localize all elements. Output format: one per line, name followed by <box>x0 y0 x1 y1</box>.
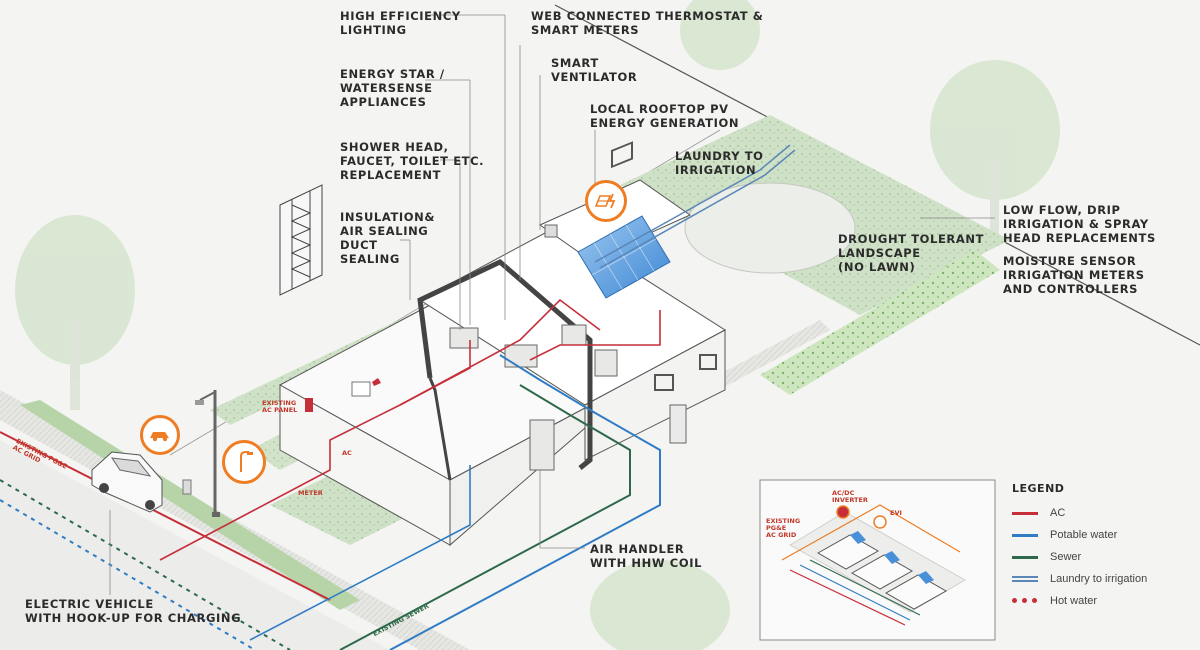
legend-label: Sewer <box>1050 551 1082 563</box>
electric-car-glyph <box>150 432 169 442</box>
label-ac: AC <box>342 449 352 457</box>
electric-vehicle <box>91 451 163 513</box>
appliance-unit <box>504 344 538 368</box>
label-inset-grid: EXISTING PG&E AC GRID <box>766 517 801 539</box>
charging-station <box>182 479 192 495</box>
callout-drought-tolerant-landscape: DROUGHT TOLERANT LANDSCAPE (NO LAWN) <box>838 232 985 274</box>
street-lamp <box>195 390 220 517</box>
window <box>654 374 674 391</box>
tree <box>930 60 1060 240</box>
meter-box <box>351 381 371 397</box>
callout-leaders <box>109 14 995 595</box>
tree <box>680 0 760 70</box>
callout-rooftop-pv: LOCAL ROOFTOP PV ENERGY GENERATION <box>590 102 740 130</box>
sewer-line <box>0 479 291 650</box>
solar-energy-icon <box>585 180 627 222</box>
callout-air-handler: AIR HANDLER WITH HHW COIL <box>590 542 702 570</box>
water-tank <box>669 404 687 444</box>
utility-routes <box>159 144 796 650</box>
callout-electric-vehicle: ELECTRIC VEHICLE WITH HOOK-UP FOR CHARGI… <box>25 597 242 625</box>
background-trees <box>15 0 1060 650</box>
street-lamp-icon <box>222 440 266 484</box>
inverter-icon <box>836 505 850 519</box>
callout-insulation-air-sealing: INSULATION& AIR SEALING DUCT SEALING <box>340 210 436 266</box>
label-existing-ac-panel: EXISTING AC PANEL <box>262 399 298 414</box>
patio <box>684 182 856 274</box>
legend-title: LEGEND <box>1012 482 1065 495</box>
potable-main <box>0 499 256 650</box>
ac-grid-line <box>0 431 331 601</box>
legend-label: Potable water <box>1050 529 1118 541</box>
callout-fixtures-replacement: SHOWER HEAD, FAUCET, TOILET ETC. REPLACE… <box>340 140 485 182</box>
label-inset-evi: EVI <box>890 509 902 517</box>
house <box>278 141 726 547</box>
appliance-unit <box>449 327 479 349</box>
appliance-unit <box>594 349 618 377</box>
legend-swatch-laundry <box>1012 574 1038 584</box>
callout-low-flow-irrigation: LOW FLOW, DRIP IRRIGATION & SPRAY HEAD R… <box>1003 203 1156 245</box>
inset-diagram <box>759 479 996 641</box>
electric-car-icon <box>140 415 180 455</box>
callout-laundry-to-irrigation: LAUNDRY TO IRRIGATION <box>675 149 764 177</box>
label-meter: METER <box>298 489 323 497</box>
existing-ac-panel <box>305 398 313 412</box>
legend: LEGEND AC Potable water Sewer Laundry to… <box>1012 482 1192 612</box>
legend-label: Laundry to irrigation <box>1050 573 1148 585</box>
water-heater <box>529 419 555 471</box>
planting-strip <box>20 400 360 610</box>
smart-ventilator <box>544 224 558 238</box>
street <box>0 440 390 650</box>
legend-item-hot-water: Hot water <box>1012 590 1192 612</box>
callout-high-efficiency-lighting: HIGH EFFICIENCY LIGHTING <box>340 9 461 37</box>
callout-moisture-sensor: MOISTURE SENSOR IRRIGATION METERS AND CO… <box>1003 254 1145 296</box>
insulation-wall-section <box>279 184 323 296</box>
window <box>611 141 633 169</box>
legend-swatch-ac <box>1012 508 1038 518</box>
legend-item-ac: AC <box>1012 502 1192 524</box>
legend-swatch-hot-water <box>1012 596 1038 606</box>
legend-item-laundry: Laundry to irrigation <box>1012 568 1192 590</box>
legend-item-sewer: Sewer <box>1012 546 1192 568</box>
evi-icon <box>873 515 887 529</box>
street-lamp-glyph <box>240 451 253 472</box>
garden-bed <box>760 250 1000 395</box>
appliance-unit <box>561 324 587 346</box>
house-cutaway-frame <box>417 259 593 470</box>
legend-label: Hot water <box>1050 595 1098 607</box>
tree <box>590 560 730 650</box>
legend-swatch-potable-water <box>1012 530 1038 540</box>
tree <box>15 215 135 410</box>
legend-label: AC <box>1050 507 1066 519</box>
ac-unit <box>372 378 381 386</box>
callout-thermostat-smart-meters: WEB CONNECTED THERMOSTAT & SMART METERS <box>531 9 764 37</box>
legend-item-potable-water: Potable water <box>1012 524 1192 546</box>
legend-swatch-sewer <box>1012 552 1038 562</box>
label-inset-inverter: AC/DC INVERTER <box>832 489 868 504</box>
side-path <box>700 320 830 395</box>
window <box>699 354 717 370</box>
callout-smart-ventilator: SMART VENTILATOR <box>551 56 638 84</box>
callout-energy-star-appliances: ENERGY STAR / WATERSENSE APPLIANCES <box>340 67 445 109</box>
solar-energy-glyph <box>594 193 616 209</box>
